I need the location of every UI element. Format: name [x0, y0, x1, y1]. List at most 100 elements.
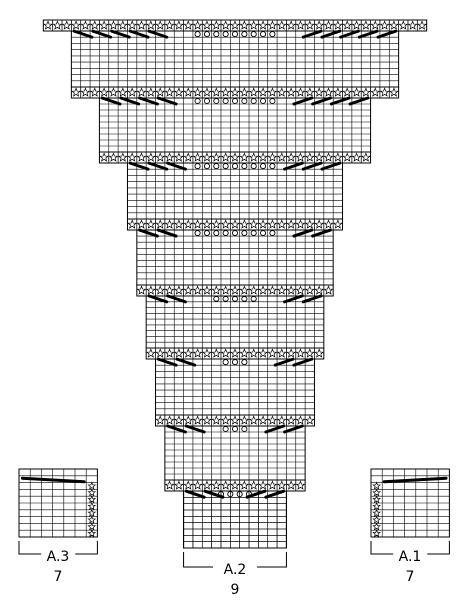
star-icon [117, 20, 128, 30]
star-icon [248, 480, 259, 490]
star-icon [202, 415, 212, 425]
yarn-over-icon [250, 31, 257, 38]
star-icon [71, 20, 81, 30]
star-icon [239, 285, 250, 295]
star-icon [173, 348, 184, 358]
star-icon [173, 285, 184, 295]
star-icon [202, 219, 212, 229]
star-icon [239, 20, 250, 30]
yarn-over-icon [241, 296, 248, 302]
star-icon [323, 87, 334, 97]
star-icon [202, 87, 212, 97]
star-icon [192, 348, 203, 358]
decrease-right-mark [320, 161, 342, 171]
star-icon [258, 152, 268, 162]
chart-block [155, 414, 315, 481]
star-icon [295, 285, 306, 295]
yarn-over-icon [241, 230, 248, 236]
star-icon [372, 522, 381, 531]
chart-a3-count: 7 [54, 569, 63, 585]
star-icon [127, 152, 138, 162]
chart-block [136, 284, 334, 349]
star-icon [87, 488, 97, 497]
star-icon [360, 87, 371, 97]
decrease-left-mark [119, 96, 141, 106]
decrease-right-mark [376, 29, 398, 39]
star-icon [192, 415, 203, 425]
star-icon [211, 219, 222, 229]
chart-a1-count: 7 [406, 569, 415, 585]
decrease-right-mark [292, 228, 314, 238]
star-icon [332, 219, 343, 229]
star-icon [87, 528, 97, 538]
yarn-over-icon [222, 98, 229, 104]
star-icon [351, 152, 362, 162]
stitch-grid [183, 490, 287, 549]
star-icon [276, 285, 287, 295]
decrease-left-mark [138, 228, 159, 238]
star-icon [230, 415, 240, 425]
star-icon [276, 20, 287, 30]
decrease-right-mark [329, 96, 351, 106]
decrease-left-mark [147, 294, 169, 304]
yarn-over-icon [259, 31, 267, 38]
star-icon [61, 20, 72, 30]
star-icon [372, 528, 381, 538]
star-icon [267, 219, 278, 229]
yarn-over-icon [231, 31, 239, 38]
star-icon [87, 522, 97, 531]
star-icon [183, 415, 194, 425]
star-icon [248, 87, 259, 97]
decrease-right-mark [301, 161, 323, 171]
star-icon [248, 152, 259, 162]
star-icon [220, 20, 231, 30]
star-icon [136, 219, 147, 229]
star-icon [379, 20, 390, 30]
yarn-over-icon [269, 163, 276, 170]
chart-a1 [370, 468, 450, 555]
star-icon [164, 152, 175, 162]
yarn-over-icon [203, 98, 210, 104]
star-icon [286, 87, 297, 97]
star-icon [108, 87, 119, 97]
star-icon [239, 152, 250, 162]
star-icon [372, 508, 381, 517]
star-icon [286, 20, 297, 30]
star-icon [117, 152, 128, 162]
decrease-right-mark [301, 294, 323, 304]
star-icon [323, 219, 334, 229]
star-icon [99, 152, 110, 162]
decrease-left-mark [138, 96, 159, 106]
star-icon [211, 87, 222, 97]
star-icon [183, 87, 194, 97]
star-icon [173, 152, 184, 162]
star-icon [192, 480, 203, 490]
decrease-right-mark [273, 357, 295, 367]
yarn-over-icon [250, 98, 257, 104]
yarn-over-icon [241, 163, 248, 170]
label-group-a3: A.3 7 [47, 549, 70, 585]
decrease-right-mark [283, 161, 304, 171]
star-icon [258, 348, 268, 358]
star-icon [89, 20, 100, 30]
star-icon [258, 87, 268, 97]
star-icon [87, 494, 97, 504]
star-icon [220, 152, 231, 162]
star-icon [173, 219, 184, 229]
star-icon [258, 285, 268, 295]
decrease-left-mark [128, 29, 150, 39]
star-icon [230, 20, 240, 30]
decrease-left-mark [175, 357, 197, 367]
star-icon [127, 87, 138, 97]
yarn-over-icon [250, 163, 257, 170]
star-icon [183, 219, 194, 229]
star-icon [372, 501, 381, 511]
star-icon [286, 152, 297, 162]
yarn-over-icon [231, 98, 239, 104]
star-icon [136, 285, 147, 295]
star-icon [248, 348, 259, 358]
decrease-left-mark [156, 228, 178, 238]
star-icon [192, 152, 203, 162]
yarn-over-icon [231, 230, 239, 236]
yarn-over-icon [241, 98, 248, 104]
